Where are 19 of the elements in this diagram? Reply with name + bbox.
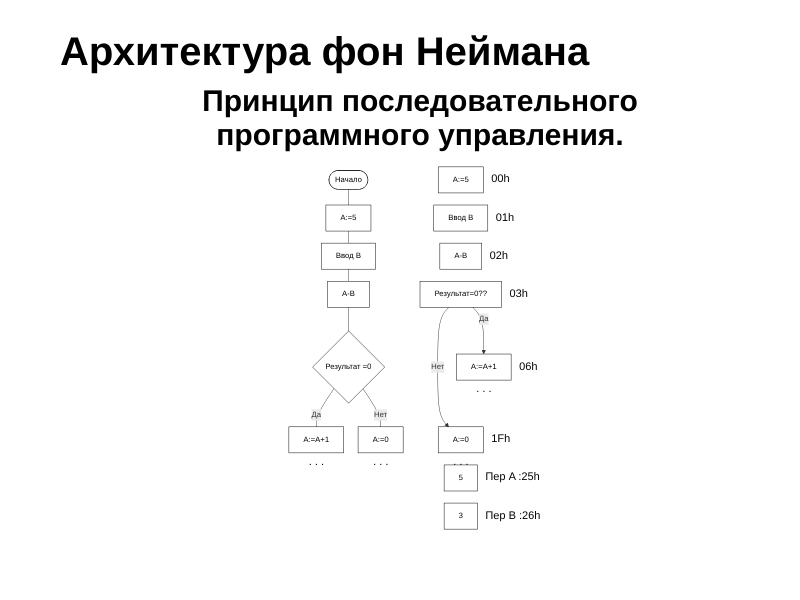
subtitle: Принцип последовательного программного управления. (201, 85, 639, 153)
connector (348, 307, 349, 332)
address-label: 01h (496, 212, 514, 224)
ellipsis-note: . . . (373, 456, 388, 468)
address-label: Пер B :26h (485, 510, 540, 522)
address-label: 06h (519, 360, 538, 373)
address-label: 03h (510, 288, 528, 300)
connector (348, 189, 349, 206)
ellipsis-note: . . . (308, 456, 324, 468)
connector (348, 230, 349, 244)
ellipsis-note: . . . (476, 383, 492, 396)
title: Архитектура фон Неймана (60, 30, 590, 75)
connector (362, 388, 381, 428)
address-label: Пер A :25h (485, 471, 540, 484)
connector (316, 388, 334, 428)
address-label: 02h (490, 250, 508, 262)
address-label: 1Fh (491, 433, 510, 446)
address-label: 00h (491, 173, 510, 186)
connector (348, 268, 349, 282)
